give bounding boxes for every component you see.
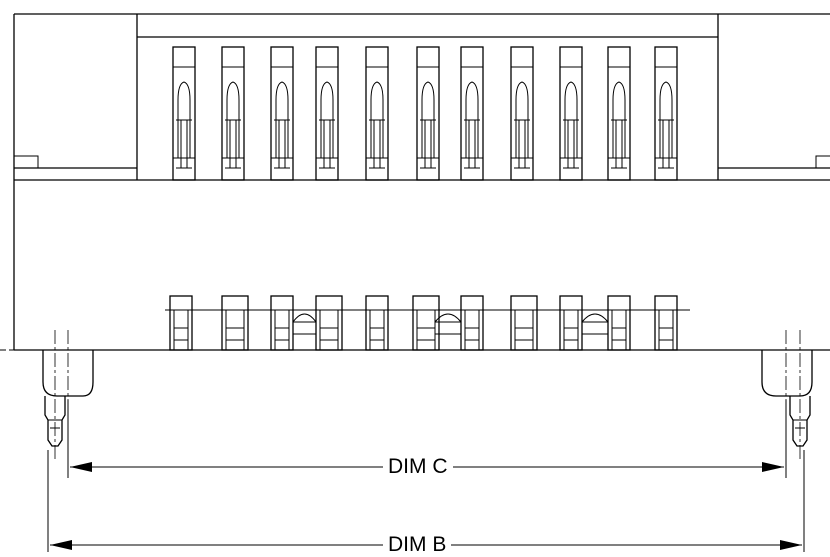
bottom-terminal [221, 295, 249, 351]
bottom-terminal [654, 295, 678, 351]
bottom-terminal [460, 295, 484, 351]
top-contact [270, 46, 294, 181]
terminal-bridge [292, 313, 317, 335]
housing-outline [13, 13, 830, 351]
dim-c-left-arrow [70, 462, 92, 472]
dim-c-label: DIM C [383, 455, 453, 479]
left-mounting-peg [0, 330, 94, 460]
bottom-terminal [365, 295, 389, 351]
top-contact [221, 46, 245, 181]
bottom-terminal [607, 295, 631, 351]
dim-b-right-arrow [780, 540, 802, 550]
extension-lines [47, 400, 805, 552]
bottom-terminal [510, 295, 538, 351]
bottom-terminal-row [165, 295, 690, 351]
bottom-terminal [412, 295, 440, 351]
terminal-bridge [581, 313, 609, 335]
top-contact [510, 46, 534, 181]
right-mounting-peg [761, 330, 830, 460]
dim-b-left-arrow [50, 540, 72, 550]
bottom-terminal [169, 295, 193, 351]
dim-b-label: DIM B [383, 533, 452, 557]
terminal-bridge [434, 313, 462, 335]
top-contact [315, 46, 339, 181]
top-contact [654, 46, 678, 181]
bottom-terminal [559, 295, 583, 351]
top-contact [607, 46, 631, 181]
top-contact [460, 46, 484, 181]
top-contact [416, 46, 440, 181]
top-contact [365, 46, 389, 181]
top-contact [559, 46, 583, 181]
bottom-terminal [270, 295, 294, 351]
dim-c-right-arrow [762, 462, 784, 472]
bottom-terminal [315, 295, 343, 351]
top-contact-row [172, 46, 678, 181]
top-contact [172, 46, 196, 181]
